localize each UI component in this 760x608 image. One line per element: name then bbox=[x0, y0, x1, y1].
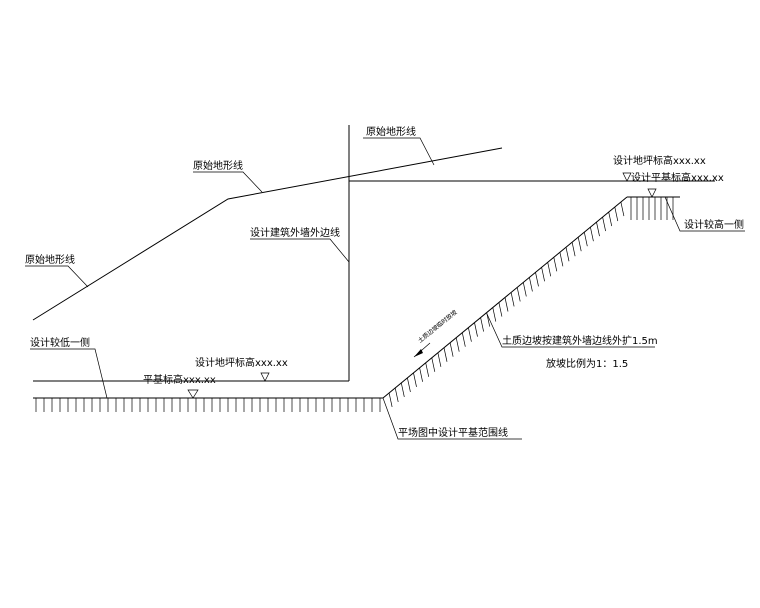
hatch-tick bbox=[510, 292, 515, 307]
hatch-tick bbox=[535, 272, 539, 287]
hatch-tick bbox=[498, 302, 503, 317]
label-original-ground-mid: 原始地形线 bbox=[193, 159, 243, 172]
label-slope-ratio: 放坡比例为1：1.5 bbox=[546, 357, 628, 370]
hatch-tick bbox=[394, 387, 399, 403]
original-ground-line bbox=[32, 147, 503, 321]
hatch-tick bbox=[480, 317, 484, 332]
hatch-tick bbox=[449, 342, 454, 357]
label-low-floor-elev: 设计地坪标高xxx.xx bbox=[195, 356, 288, 369]
hatch-tick bbox=[431, 357, 436, 372]
hatch-tick bbox=[522, 282, 527, 297]
hatch-tick bbox=[596, 222, 600, 237]
hatch-tick bbox=[571, 242, 576, 257]
elevation-marker-high-floor bbox=[622, 172, 632, 182]
hatch-tick bbox=[547, 262, 552, 277]
hatch-tick bbox=[583, 232, 588, 247]
leader-site-boundary bbox=[382, 397, 522, 440]
hatch-tick bbox=[504, 297, 509, 312]
hatch-tick bbox=[400, 382, 405, 397]
hatch-tick bbox=[492, 307, 497, 322]
label-original-ground-top: 原始地形线 bbox=[366, 125, 416, 138]
leader-high-side bbox=[664, 196, 745, 232]
elevation-marker-low-floor bbox=[260, 372, 270, 382]
hatch-tick bbox=[461, 332, 466, 347]
leader-building-wall bbox=[250, 238, 350, 263]
hatch-tick bbox=[602, 217, 606, 232]
hatch-tick bbox=[529, 277, 533, 292]
hatch-tick bbox=[559, 252, 564, 267]
hatch-tick bbox=[425, 362, 430, 377]
label-building-wall: 设计建筑外墙外边线 bbox=[250, 226, 340, 239]
hatch-tick bbox=[608, 212, 613, 227]
low-side-hatch bbox=[35, 398, 381, 412]
hatch-tick bbox=[620, 201, 625, 217]
label-high-base-elev: 设计平基标高xxx.xx bbox=[631, 171, 724, 184]
hatch-tick bbox=[516, 287, 521, 302]
label-original-ground-left: 原始地形线 bbox=[25, 253, 75, 266]
leader-original-ground-top bbox=[363, 137, 435, 166]
label-slope-protection: 土质边坡按建筑外墙边线外扩1.5m bbox=[502, 334, 658, 347]
hatch-tick bbox=[468, 327, 472, 342]
slope-hatch bbox=[388, 201, 625, 408]
slope-arrow-head bbox=[414, 349, 423, 357]
label-low-base-elev: 平基标高xxx.xx bbox=[143, 373, 216, 386]
hatch-tick bbox=[443, 347, 448, 362]
leader-low-side bbox=[30, 348, 108, 399]
hatch-tick bbox=[474, 322, 478, 337]
label-high-side: 设计较高一侧 bbox=[684, 218, 744, 231]
hatch-tick bbox=[541, 267, 545, 282]
leader-original-ground-left bbox=[25, 265, 89, 288]
label-high-floor-elev: 设计地坪标高xxx.xx bbox=[613, 154, 706, 167]
label-low-side: 设计较低一侧 bbox=[30, 336, 90, 349]
leader-original-ground-mid bbox=[193, 171, 263, 193]
hatch-tick bbox=[577, 237, 582, 252]
label-slope-small: 土质边坡临时放坡 bbox=[416, 308, 458, 344]
leader-slope-protection bbox=[486, 313, 655, 348]
hatch-tick bbox=[455, 337, 460, 352]
hatch-tick bbox=[614, 206, 619, 222]
hatch-tick bbox=[553, 257, 558, 272]
label-site-boundary: 平场图中设计平基范围线 bbox=[398, 426, 508, 439]
elevation-marker-low-base bbox=[187, 389, 199, 399]
hatch-tick bbox=[388, 392, 393, 408]
hatch-tick bbox=[565, 247, 570, 262]
hatch-tick bbox=[407, 377, 411, 392]
hatch-tick bbox=[437, 352, 442, 367]
hatch-tick bbox=[419, 367, 423, 382]
hatch-tick bbox=[413, 372, 417, 387]
hatch-tick bbox=[590, 227, 594, 242]
elevation-marker-high-base bbox=[647, 188, 657, 198]
